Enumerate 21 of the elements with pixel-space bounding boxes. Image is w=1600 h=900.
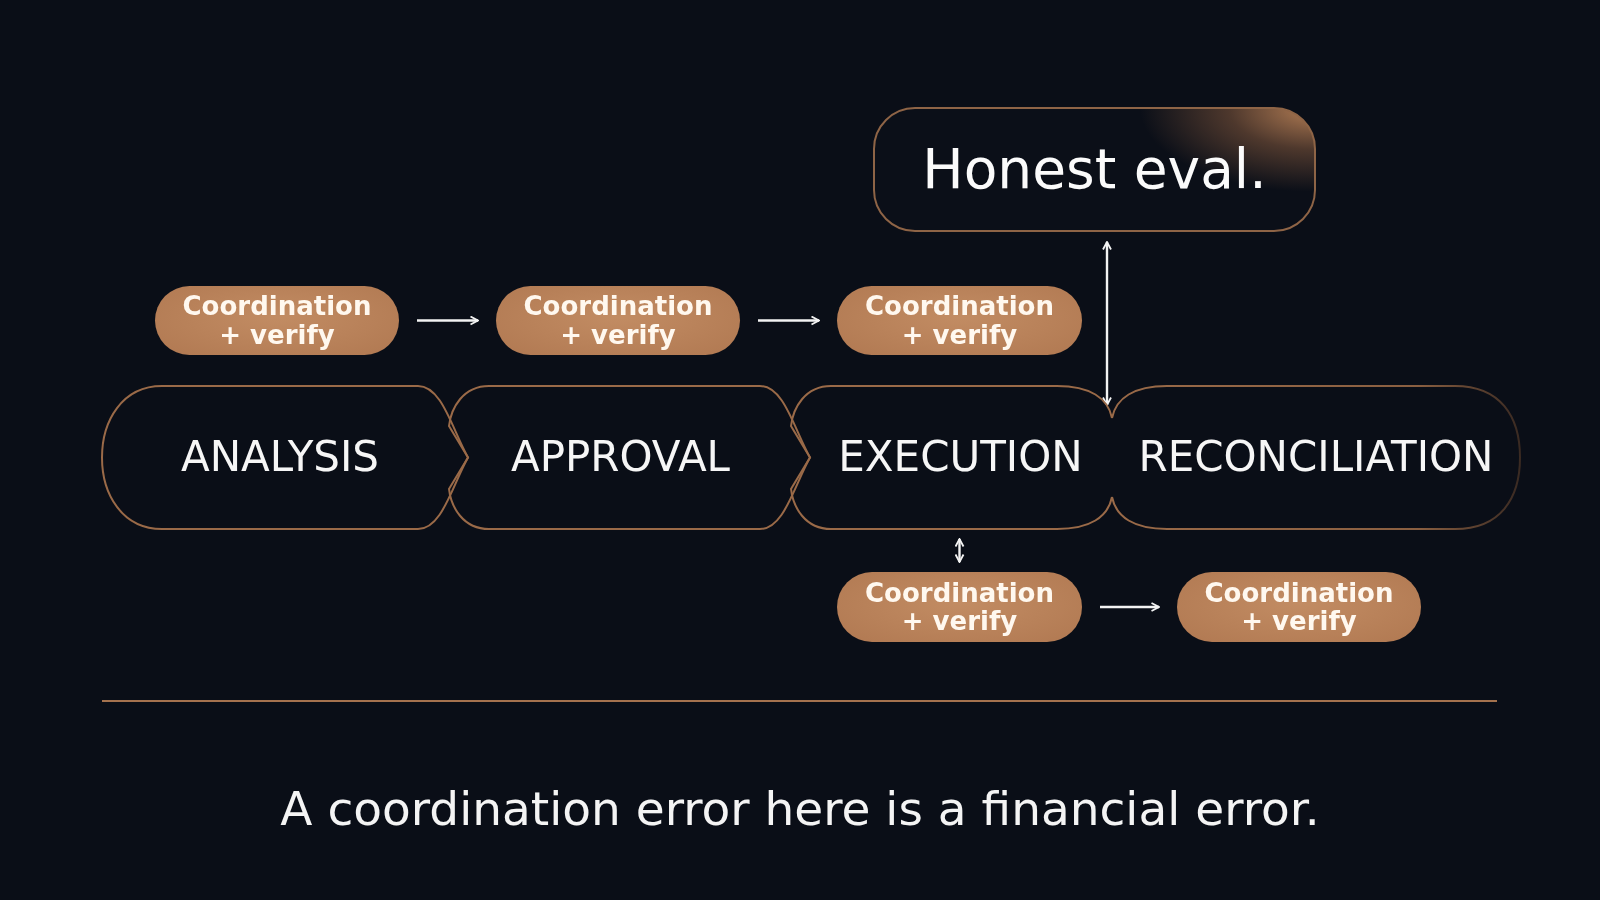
chevron-stage <box>791 386 1112 529</box>
pill-label: Coordination + verify <box>181 292 373 349</box>
rounded-box <box>873 107 1316 232</box>
arrow <box>758 315 820 326</box>
stage-label: RECONCILIATION <box>1138 434 1494 481</box>
stage-label: APPROVAL <box>510 434 731 481</box>
pill-label: Coordination + verify <box>1203 578 1395 636</box>
double-arrow <box>954 538 965 563</box>
box-title: Honest eval. <box>922 139 1267 200</box>
stage-label: ANALYSIS <box>180 434 380 481</box>
chevron-stage <box>1112 386 1520 529</box>
pill-label: Coordination + verify <box>864 292 1055 349</box>
chevron-stage <box>102 386 468 529</box>
double-arrow <box>1102 241 1112 406</box>
arrow <box>1100 602 1160 612</box>
pill-label: Coordination + verify <box>864 578 1055 636</box>
caption-text: A coordination error here is a financial error. <box>280 781 1320 838</box>
pill-label: Coordination + verify <box>522 292 714 349</box>
arrow <box>417 315 479 326</box>
stage-label: EXECUTION <box>838 434 1083 481</box>
chevron-stage <box>449 386 810 529</box>
